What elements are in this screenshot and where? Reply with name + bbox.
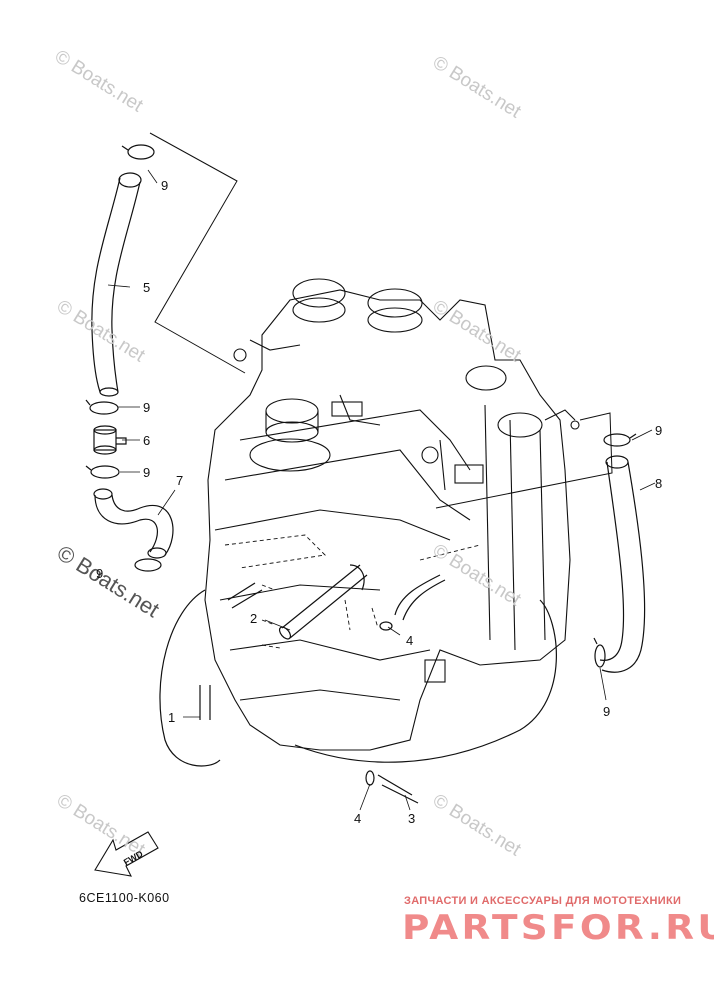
callout-leaders [107,169,656,811]
clamp-9-hose8-bottom [593,637,606,668]
leader-frame-5 [149,132,246,374]
brand-subtitle: ЗАПЧАСТИ И АКСЕССУАРЫ ДЛЯ МОТОТЕХНИКИ [404,895,682,907]
hose-2 [278,564,368,640]
diagram-code: 6CE1100-K060 [79,891,170,905]
leader-frame-8 [435,412,613,509]
clamp-9-hose8-top [603,433,637,447]
callout-9: 9 [655,423,663,438]
callout-9: 9 [143,400,151,415]
callout-4: 4 [406,633,414,648]
callout-6: 6 [143,433,151,448]
clamp-9-top [121,144,155,160]
callout-9: 9 [143,465,151,480]
callout-9: 9 [603,704,611,719]
hose-7 [93,488,174,559]
clamp-9-lower [85,465,120,479]
engine-block [204,278,580,751]
callout-3: 3 [408,811,416,826]
hose-short [227,582,263,609]
callout-9: 9 [96,566,104,581]
hose-upper [394,574,446,621]
hidden-lines [224,534,481,649]
callout-1: 1 [168,710,176,725]
callout-2: 2 [250,611,258,626]
callout-7: 7 [176,473,184,488]
callout-5: 5 [143,280,151,295]
hose-3 [294,599,557,804]
clamp-4-bottom [365,770,375,786]
hose-5 [91,172,142,397]
callout-9: 9 [161,178,169,193]
callout-8: 8 [655,476,663,491]
hose-1 [159,589,221,767]
callout-4: 4 [354,811,362,826]
brand-logo: PARTSFOR.RU [402,908,714,948]
clamp-9-upper [85,399,119,415]
hose-8 [599,455,646,673]
fwd-arrow-icon [94,831,159,877]
clamp-4-mid [379,621,393,631]
fitting-6 [93,425,127,455]
clamp-9-hose7 [134,558,162,572]
